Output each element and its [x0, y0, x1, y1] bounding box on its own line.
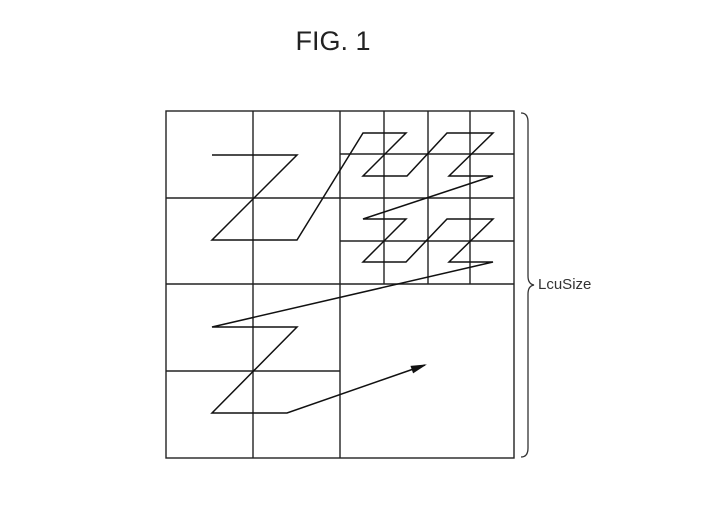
arrowhead-icon: [410, 364, 426, 373]
z-scan-path: [212, 133, 493, 413]
lcu-size-label: LcuSize: [538, 276, 591, 293]
brace: [521, 113, 534, 457]
